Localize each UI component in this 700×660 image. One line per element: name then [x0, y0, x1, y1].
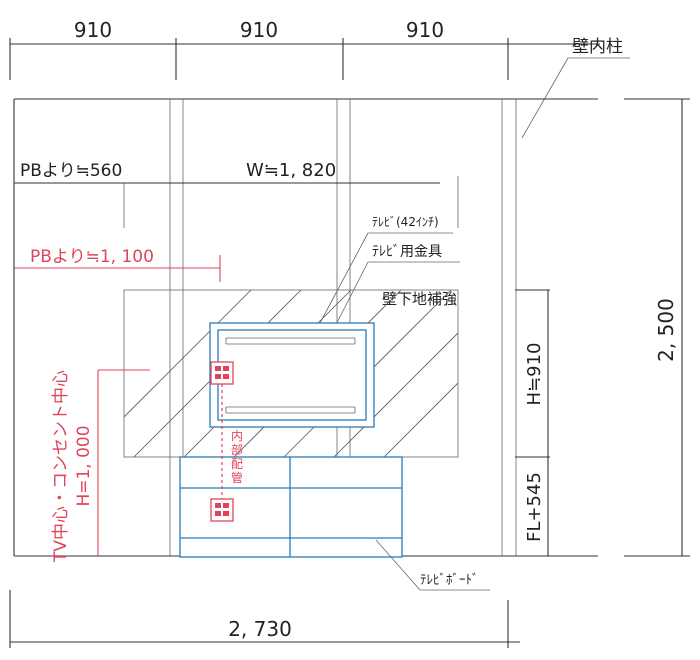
dim-tv-center-line2: H=1, 000 [74, 425, 94, 506]
h-910-dimension: H≒910 FL+545 [515, 289, 550, 556]
outlet-icon [210, 498, 234, 522]
internal-pipe-char-3: 配 [231, 457, 243, 471]
tv-callouts: ﾃﾚﾋﾞ(42ｲﾝﾁ) ﾃﾚﾋﾞ用金具 壁下地補強 [319, 215, 460, 353]
dim-tv-center-line1: TV中心・コンセント中心 [51, 370, 71, 563]
internal-pipe-char-1: 内 [231, 429, 243, 443]
outlet-icon [210, 361, 234, 385]
tv-board-callout: ﾃﾚﾋﾞﾎﾞｰﾄﾞ [375, 539, 490, 591]
dim-top-3: 910 [406, 18, 444, 42]
tv-board-label: ﾃﾚﾋﾞﾎﾞｰﾄﾞ [420, 573, 479, 588]
dim-top-2: 910 [240, 18, 278, 42]
wall-reinforce-label: 壁下地補強 [382, 290, 457, 308]
internal-pipe-char-4: 管 [231, 470, 243, 485]
dim-width-tv: W≒1, 820 [246, 160, 336, 181]
wall-column-label: 壁内柱 [572, 37, 623, 57]
tv-center-dimension: TV中心・コンセント中心 H=1, 000 [51, 369, 150, 563]
right-height-dimension: 2, 500 [624, 98, 690, 557]
wall-column-callout: 壁内柱 [521, 37, 630, 139]
tv-42-label: ﾃﾚﾋﾞ(42ｲﾝﾁ) [372, 215, 439, 229]
outlets: 内 部 配 管 [210, 361, 243, 522]
dim-right-height: 2, 500 [654, 298, 678, 362]
dim-top-1: 910 [74, 18, 112, 42]
dim-bottom-total: 2, 730 [228, 617, 292, 641]
bottom-dimension: 2, 730 [9, 590, 520, 648]
dim-pb-560: PBより≒560 [20, 161, 122, 181]
dim-fl-545: FL+545 [524, 472, 545, 542]
internal-pipe-char-2: 部 [231, 442, 243, 457]
pb-560-dimension: PBより≒560 W≒1, 820 [14, 160, 459, 228]
pb-1100-dimension: PBより≒1, 100 [14, 247, 221, 282]
top-dimension: 910 910 910 [9, 18, 600, 80]
dim-pb-1100: PBより≒1, 100 [30, 247, 154, 267]
dim-h-910: H≒910 [524, 343, 545, 406]
tv-42 [209, 322, 375, 428]
tv-bracket-label: ﾃﾚﾋﾞ用金具 [372, 244, 442, 260]
